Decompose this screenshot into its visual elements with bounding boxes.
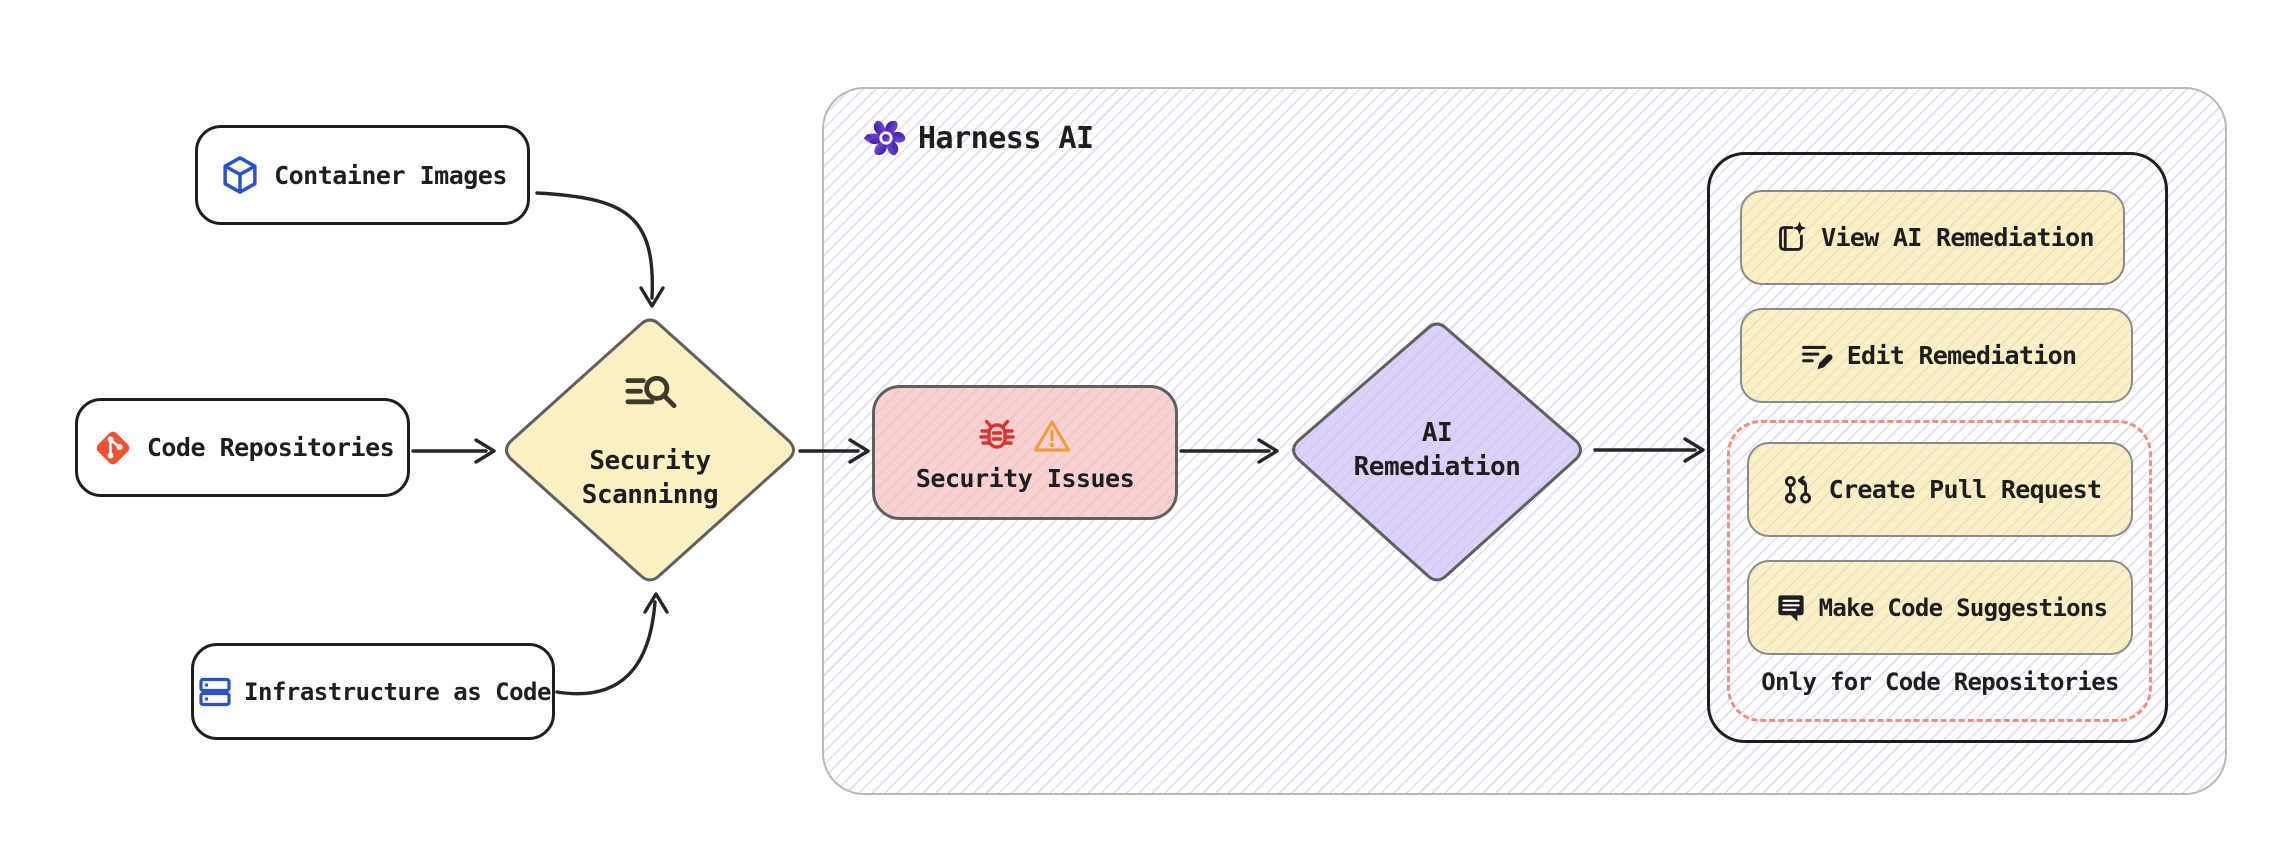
arrow-code-repos-to-scanning-head: [474, 438, 496, 464]
node-container-images[interactable]: Container Images: [195, 125, 530, 225]
node-label: Container Images: [274, 160, 507, 190]
comment-icon: [1778, 594, 1804, 621]
button-label: Make Code Suggestions: [1818, 593, 2108, 622]
arrow-scanning-to-issues-head: [848, 438, 870, 464]
book-sparkle-icon: [1779, 220, 1807, 251]
server-stack-icon: [199, 677, 231, 706]
node-security-scanning[interactable]: [494, 308, 806, 592]
create-pull-request-button[interactable]: Create Pull Request: [1747, 442, 2133, 537]
remediation-actions-container: [1707, 152, 2168, 743]
bug-icon: [979, 419, 1015, 449]
security-issues-icons: [977, 416, 1073, 456]
arrow-issues-to-remediation-head: [1257, 438, 1279, 464]
arrow-container-images-to-scanning-head: [639, 286, 665, 308]
security-scanning-label: Security Scanninng: [581, 446, 719, 510]
button-label: Create Pull Request: [1828, 475, 2102, 504]
node-code-repositories[interactable]: Code Repositories: [75, 398, 410, 497]
node-infrastructure-as-code[interactable]: Infrastructure as Code: [191, 643, 555, 740]
node-label: Infrastructure as Code: [244, 677, 551, 706]
arrow-container-images-to-scanning: [535, 191, 655, 300]
security-issues-label: Security Issues: [915, 464, 1135, 493]
arrow-remediation-to-actions-head: [1683, 437, 1705, 463]
git-icon: [96, 431, 130, 464]
arrow-iac-to-scanning: [555, 600, 657, 696]
harness-logo-icon: [864, 120, 906, 156]
arrow-iac-to-scanning-head: [643, 592, 669, 614]
harness-ai-header: Harness AI: [864, 116, 1094, 160]
button-label: Edit Remediation: [1846, 341, 2077, 370]
view-ai-remediation-button[interactable]: View AI Remediation: [1740, 190, 2125, 285]
make-code-suggestions-button[interactable]: Make Code Suggestions: [1747, 560, 2133, 655]
edit-lines-pencil-icon: [1801, 345, 1833, 369]
harness-ai-title: Harness AI: [918, 120, 1094, 156]
node-label: Code Repositories: [146, 433, 395, 462]
node-security-issues[interactable]: Security Issues: [872, 385, 1178, 520]
edit-remediation-button[interactable]: Edit Remediation: [1740, 308, 2133, 403]
ai-remediation-label: AI Remediation: [1353, 418, 1521, 482]
node-ai-remediation[interactable]: [1281, 312, 1593, 588]
scan-search-icon: [625, 375, 677, 409]
code-repo-only-group: [1727, 420, 2152, 722]
button-label: View AI Remediation: [1821, 223, 2094, 252]
warning-icon: [1033, 420, 1071, 452]
pull-request-icon: [1784, 475, 1811, 503]
code-repos-only-note: Only for Code Repositories: [1761, 668, 2119, 696]
cube-icon: [223, 156, 257, 194]
